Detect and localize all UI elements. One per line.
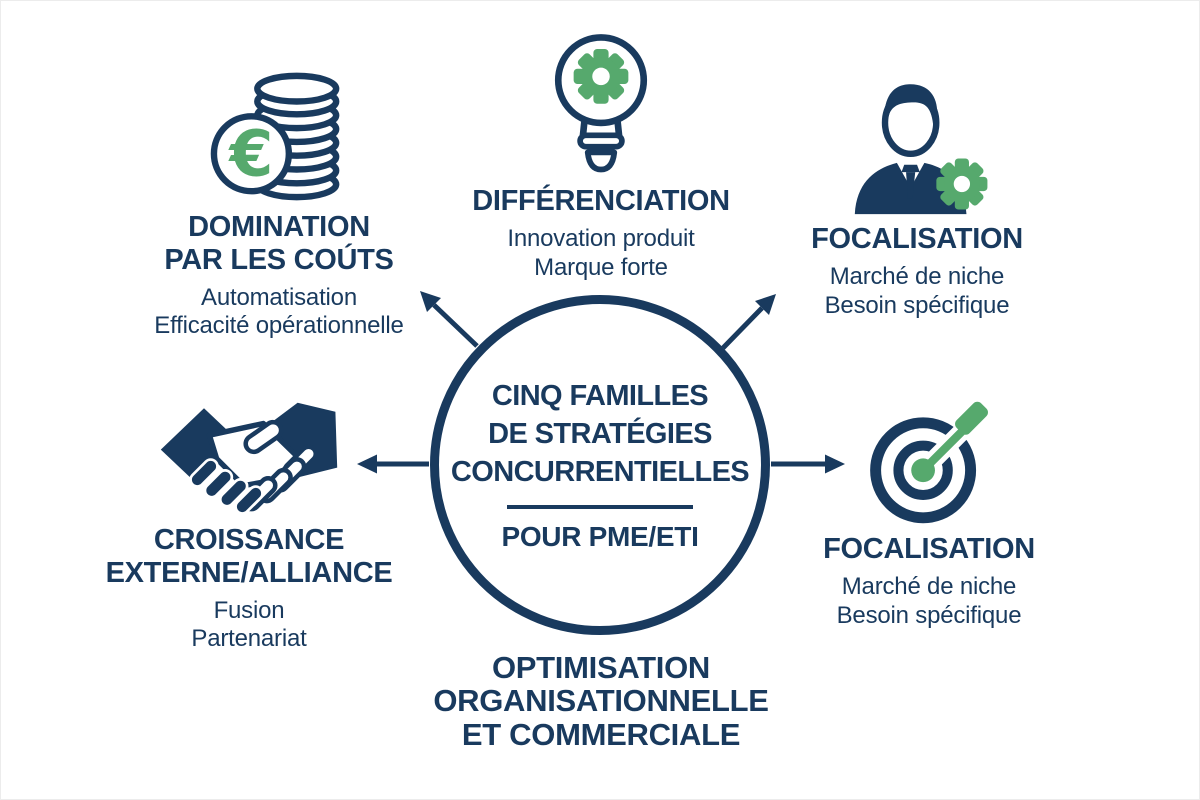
target-dart-icon xyxy=(869,401,988,524)
node-title: FOCALISATION xyxy=(823,533,1035,565)
center-title: CINQ FAMILLES DE STRATÉGIES CONCURRENTIE… xyxy=(450,379,750,489)
center-subtitle: POUR PME/ETI xyxy=(501,521,699,553)
node-focalisation-personne: FOCALISATION Marché de niche Besoin spéc… xyxy=(737,75,1097,320)
euro-symbol: € xyxy=(227,116,273,190)
node-differenciation: DIFFÉRENCIATION Innovation produit Marqu… xyxy=(421,27,781,282)
node-croissance-externe-alliance: CROISSANCE EXTERNE/ALLIANCE Fusion Parte… xyxy=(67,401,431,654)
handshake-icon xyxy=(160,402,338,515)
euro-coins-icon: € xyxy=(210,72,340,201)
node-details: Innovation produit Marque forte xyxy=(507,224,695,281)
center-circle: CINQ FAMILLES DE STRATÉGIES CONCURRENTIE… xyxy=(430,295,770,635)
node-details: Fusion Partenariat xyxy=(191,596,307,653)
lightbulb-gear-icon xyxy=(554,34,648,173)
node-details: Marché de niche Besoin spécifique xyxy=(824,262,1010,319)
node-title: DOMINATION PAR LES COÚTS xyxy=(164,211,394,276)
node-title: CROISSANCE EXTERNE/ALLIANCE xyxy=(105,524,393,589)
node-details: Automatisation Efficacité opérationnelle xyxy=(154,283,404,340)
node-details: Marché de niche Besoin spécifique xyxy=(836,572,1022,629)
center-divider xyxy=(507,505,693,510)
node-title: DIFFÉRENCIATION xyxy=(472,185,730,217)
node-focalisation-cible: FOCALISATION Marché de niche Besoin spéc… xyxy=(749,399,1109,630)
node-optimisation-organisationnelle: OPTIMISATION ORGANISATIONNELLE ET COMMER… xyxy=(381,650,821,752)
node-domination-par-les-couts: € DOMINATION PAR LES COÚTS Automatisatio… xyxy=(99,67,459,341)
businessman-gear-icon xyxy=(854,84,987,215)
node-title: OPTIMISATION ORGANISATIONNELLE ET COMMER… xyxy=(433,650,769,752)
node-title: FOCALISATION xyxy=(811,223,1023,255)
